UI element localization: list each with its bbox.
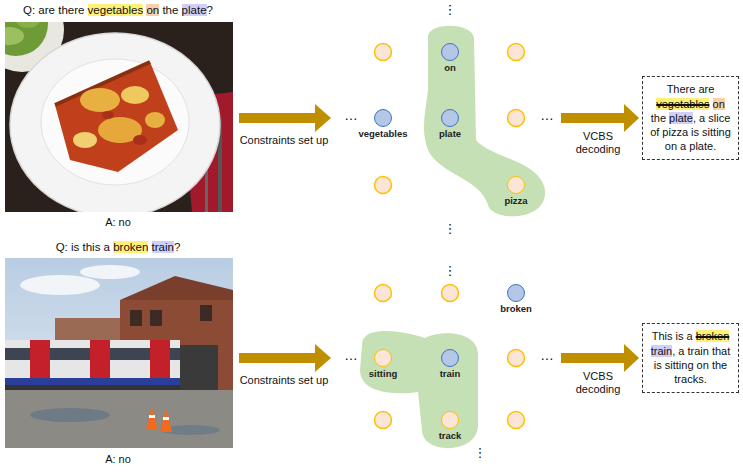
output-box: This is a broken train, a train that is … <box>642 323 739 392</box>
node-label: train <box>410 368 490 379</box>
node-label: plate <box>410 128 490 139</box>
caption-text: Q: are there vegetables on the plate? <box>2 4 234 18</box>
output-box: There are vegetables on the plate, a sli… <box>642 76 739 159</box>
ellipsis-mark: … <box>341 348 361 364</box>
node-circle <box>441 349 459 367</box>
highlight: broken <box>113 241 148 253</box>
node-label: pizza <box>476 195 556 206</box>
caption-text: VCBS decoding <box>573 130 623 156</box>
node-label: track <box>410 430 490 441</box>
highlight: vegetables <box>656 98 709 110</box>
ellipsis-mark: … <box>341 108 361 124</box>
caption-text: Constraints set up <box>229 134 339 147</box>
caption-text: A: no <box>78 453 158 466</box>
highlight: train <box>651 345 672 357</box>
graph-node: plate <box>410 109 490 139</box>
node-circle <box>374 349 392 367</box>
caption-text: Q: is this a broken train? <box>2 241 234 255</box>
constraint-region <box>424 26 545 217</box>
ellipsis-mark: … <box>537 108 557 124</box>
output-sentence: This is a broken train, a train that is … <box>648 329 733 386</box>
highlight: on <box>713 98 725 110</box>
caption-text: VCBS decoding <box>573 370 623 396</box>
highlight: plate <box>669 112 693 124</box>
highlight: broken <box>696 330 730 342</box>
ellipsis-mark: ⋮ <box>440 263 460 279</box>
node-circle <box>374 109 392 127</box>
node-circle <box>441 411 459 429</box>
ellipsis-mark: ⋮ <box>440 2 460 18</box>
highlight: on <box>146 4 159 16</box>
highlight: train <box>152 241 174 253</box>
node-circle <box>441 43 459 61</box>
node-circle <box>507 176 525 194</box>
highlight: vegetables <box>88 4 144 16</box>
caption-text: A: no <box>78 216 158 229</box>
graph-node: pizza <box>476 176 556 206</box>
graph-node: track <box>410 411 490 441</box>
graph-node: broken <box>476 284 556 314</box>
ellipsis-mark: ⋮ <box>470 445 490 461</box>
node-label: sitting <box>343 368 423 379</box>
node-circle <box>441 109 459 127</box>
graph-node: train <box>410 349 490 379</box>
ellipsis-mark: ⋮ <box>440 221 460 237</box>
pizza-photo <box>5 22 233 212</box>
graph-node: on <box>410 43 490 73</box>
output-sentence: There are vegetables on the plate, a sli… <box>648 82 733 153</box>
node-label: vegetables <box>343 128 423 139</box>
node-label: on <box>410 62 490 73</box>
caption-text: Constraints set up <box>229 374 339 387</box>
highlight: plate <box>182 4 207 16</box>
train-photo <box>5 258 233 448</box>
ellipsis-mark: … <box>537 348 557 364</box>
node-label: broken <box>476 303 556 314</box>
node-circle <box>507 284 525 302</box>
